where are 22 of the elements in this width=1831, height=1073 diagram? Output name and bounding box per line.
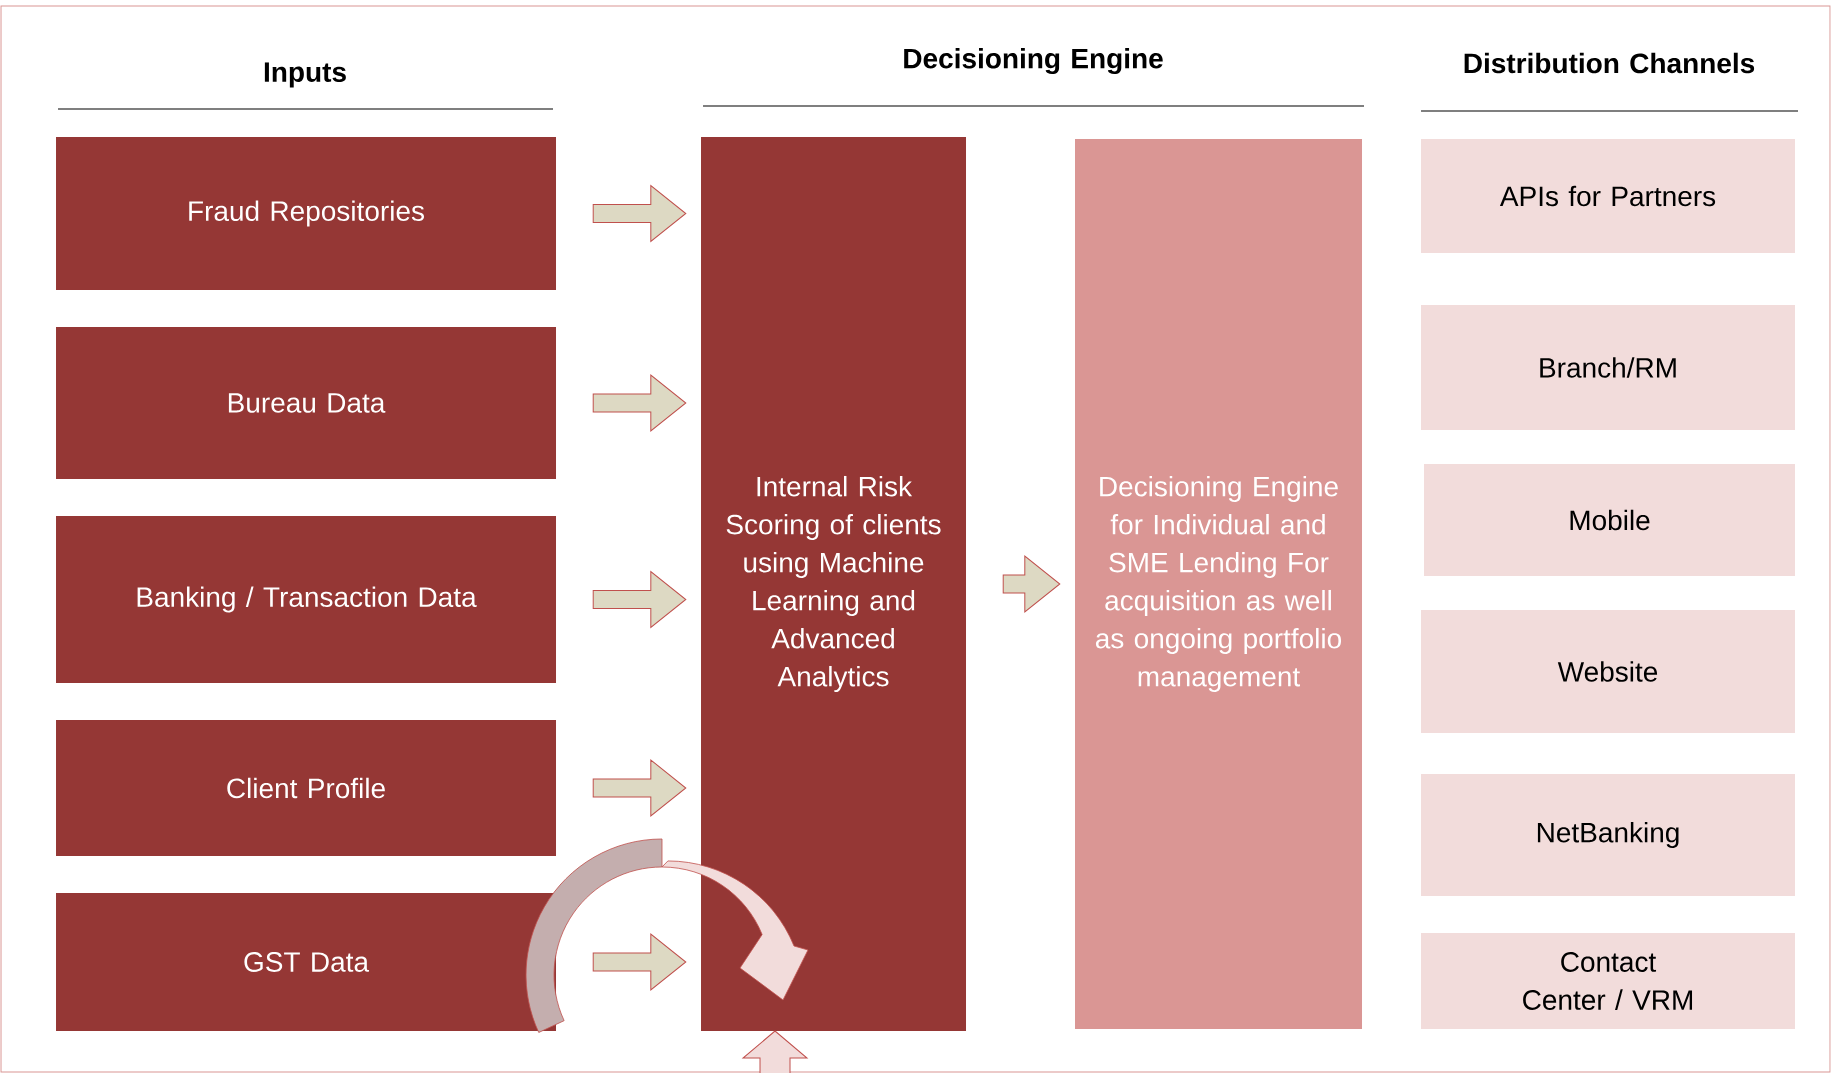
- channel-box: Branch/RM: [1421, 305, 1795, 430]
- column-heading: Distribution Channels: [1464, 52, 1755, 74]
- input-box: GST Data: [56, 893, 556, 1031]
- input-box: Internal Risk Scoring of clients using Machine Learning and Advanced Analytics: [701, 137, 966, 1031]
- input-box: Banking / Transaction Data: [56, 516, 556, 683]
- input-box: Bureau Data: [56, 327, 556, 479]
- column-heading: Inputs: [264, 62, 346, 88]
- block-arrow: [592, 933, 687, 991]
- column-heading: Decisioning Engine: [904, 47, 1163, 75]
- block-arrow: [592, 185, 687, 242]
- channel-box: Contact Center / VRM: [1421, 933, 1795, 1029]
- block-arrow: [1002, 555, 1061, 613]
- input-box: Client Profile: [56, 720, 556, 856]
- channel-box: Website: [1421, 610, 1795, 733]
- block-arrow: [592, 759, 687, 817]
- block-arrow: [592, 571, 687, 628]
- channel-box: Mobile: [1424, 464, 1795, 576]
- channel-box: NetBanking: [1421, 774, 1795, 896]
- channel-box: APIs for Partners: [1421, 139, 1795, 253]
- engine-box: Decisioning Engine for Individual and SME Lending For acquisition as well as ongoing portfolio management: [1075, 139, 1362, 1029]
- block-arrow: [592, 374, 687, 432]
- input-box: Fraud Repositories: [56, 137, 556, 290]
